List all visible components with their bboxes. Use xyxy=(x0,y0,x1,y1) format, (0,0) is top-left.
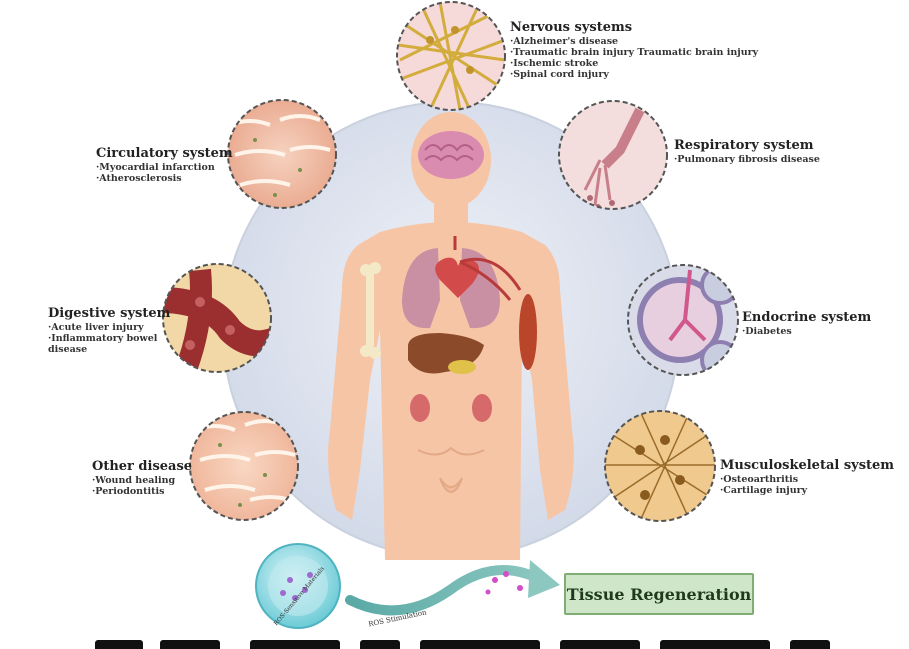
gallbladder-organ xyxy=(448,360,476,374)
digestive-item: ·Inflammatory bowel xyxy=(48,333,158,344)
arrow-head xyxy=(528,560,560,598)
bone-organ xyxy=(360,262,381,359)
digestive-label: Digestive system ·Acute liver injury ·In… xyxy=(48,306,170,355)
circulatory-label: Circulatory system ·Myocardial infarctio… xyxy=(96,146,233,184)
nervous-label: Nervous systems ·Alzheimer's disease ·Tr… xyxy=(510,20,758,80)
ros-stimulation-arrow xyxy=(345,565,545,616)
particle xyxy=(503,571,509,577)
digestive-tissue-circle xyxy=(162,263,272,373)
circulatory-item: ·Atherosclerosis xyxy=(96,173,182,184)
pelvis-outline xyxy=(417,446,485,456)
kidney-left xyxy=(410,394,430,422)
heart-organ xyxy=(435,257,479,298)
circulatory-item: ·Myocardial infarction xyxy=(96,162,215,173)
nervous-title: Nervous systems xyxy=(510,20,633,35)
artery-vessel xyxy=(453,236,522,301)
digestive-item: ·Acute liver injury xyxy=(48,322,144,333)
respiratory-label: Respiratory system ·Pulmonary fibrosis d… xyxy=(674,138,820,165)
circulatory-tissue-circle xyxy=(227,99,337,209)
circulatory-title: Circulatory system xyxy=(96,146,233,161)
kidney-right xyxy=(472,394,492,422)
endocrine-item: ·Diabetes xyxy=(742,326,792,337)
respiratory-tissue-circle xyxy=(558,100,668,210)
tissue-regeneration-box: Tissue Regeneration xyxy=(564,573,754,615)
bladder-outline xyxy=(439,477,463,494)
particle xyxy=(517,585,523,591)
respiratory-title: Respiratory system xyxy=(674,138,814,153)
digestive-item: disease xyxy=(48,344,88,355)
digestive-title: Digestive system xyxy=(48,306,171,321)
muscle-organ xyxy=(519,294,537,370)
ros-material-sphere xyxy=(255,543,341,629)
musculoskeletal-item: ·Osteoarthritis xyxy=(720,474,799,485)
endocrine-title: Endocrine system xyxy=(742,310,872,325)
cropped-caption-strip xyxy=(0,632,909,649)
other-item: ·Periodontitis xyxy=(92,486,165,497)
particle xyxy=(485,589,491,595)
particle xyxy=(492,577,498,583)
nervous-item: ·Alzheimer's disease xyxy=(510,36,619,47)
other-tissue-circle xyxy=(189,411,299,521)
nervous-item: ·Spinal cord injury xyxy=(510,69,609,80)
musculoskeletal-title: Musculoskeletal system xyxy=(720,458,895,473)
tissue-regeneration-label: Tissue Regeneration xyxy=(566,584,752,604)
other-title: Other disease xyxy=(92,459,193,474)
musculoskeletal-tissue-circle xyxy=(604,410,716,522)
nervous-item: ·Traumatic brain injury Traumatic brain … xyxy=(510,47,759,58)
other-item: ·Wound healing xyxy=(92,475,176,486)
respiratory-item: ·Pulmonary fibrosis disease xyxy=(674,154,820,165)
brain-organ xyxy=(418,131,484,179)
nervous-tissue-circle xyxy=(396,1,506,111)
nervous-item: ·Ischemic stroke xyxy=(510,58,599,69)
musculoskeletal-label: Musculoskeletal system ·Osteoarthritis ·… xyxy=(720,458,894,496)
musculoskeletal-item: ·Cartilage injury xyxy=(720,485,808,496)
endocrine-label: Endocrine system ·Diabetes xyxy=(742,310,871,337)
other-label: Other disease ·Wound healing ·Periodonti… xyxy=(92,459,192,497)
